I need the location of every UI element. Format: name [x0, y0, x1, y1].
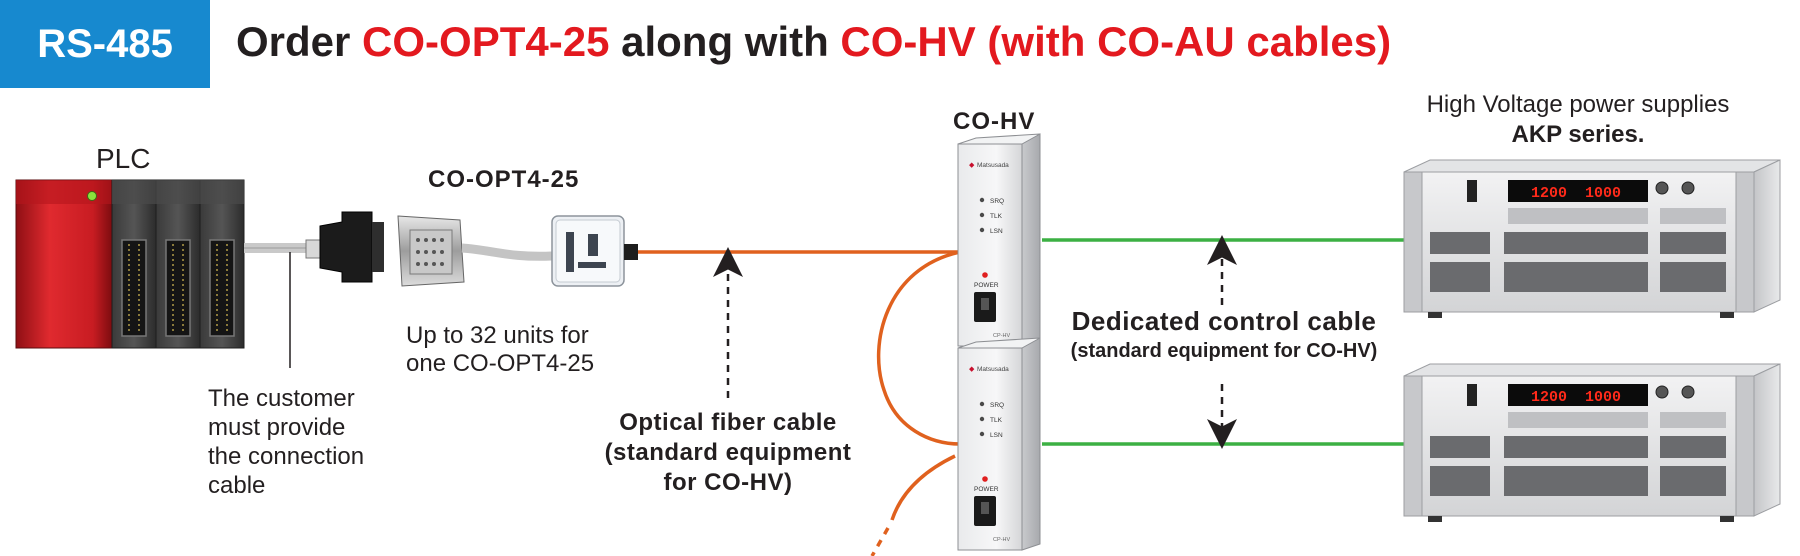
svg-text:1200: 1200: [1531, 389, 1567, 406]
srq-led-icon: [979, 197, 985, 203]
akp-power-supply-top: 1200 1000: [1403, 159, 1781, 318]
tlk-led-icon: [979, 212, 985, 218]
svg-text:TLK: TLK: [990, 417, 1003, 424]
co-hv-module-bottom: ◆ Matsusada SRQ TLK LSN POWER CP-HV: [957, 337, 1041, 551]
lsn-led-icon: [979, 227, 985, 233]
module-brand-label: Matsusada: [977, 162, 1009, 169]
power-led-icon: [982, 476, 988, 482]
svg-text:SRQ: SRQ: [990, 198, 1004, 205]
svg-text:CP-HV: CP-HV: [993, 333, 1010, 339]
psu-knob-icon: [1655, 385, 1669, 399]
svg-text:POWER: POWER: [974, 486, 999, 493]
co-hv-module-top: ◆ Matsusada SRQ TLK LSN POWER CP-HV: [957, 133, 1041, 347]
svg-text:SRQ: SRQ: [990, 402, 1004, 409]
customer-connection-cable: [244, 211, 384, 368]
module-brand-label: Matsusada: [977, 366, 1009, 373]
plc-io-slots: [111, 179, 245, 349]
svg-text:1200: 1200: [1531, 185, 1567, 202]
psu-knob-icon: [1681, 385, 1695, 399]
srq-led-icon: [979, 401, 985, 407]
lsn-led-icon: [979, 431, 985, 437]
optical-fiber-note: Optical fiber cable (standard equipment …: [604, 409, 852, 496]
akp-power-supply-bottom: 1200 1000: [1403, 363, 1781, 522]
svg-text:◆: ◆: [969, 366, 975, 373]
title-highlight-cohv: CO-HV: [840, 18, 976, 65]
akp-series-label: High Voltage power supplies AKP series.: [1426, 91, 1730, 148]
page-title: Order CO-OPT4-25 along with CO-HV (with …: [236, 18, 1392, 65]
customer-cable-note: The customer must provide the connection…: [208, 385, 365, 499]
co-opt4-25-label: CO-OPT4-25: [428, 166, 580, 193]
svg-text:CP-HV: CP-HV: [993, 537, 1010, 543]
svg-text:LSN: LSN: [990, 228, 1003, 235]
svg-text:1000: 1000: [1585, 185, 1621, 202]
title-highlight-cables: (with CO-AU cables): [975, 18, 1392, 65]
co-opt4-25-device: [397, 215, 638, 287]
plc-label: PLC: [96, 143, 151, 174]
rs485-badge-label: RS-485: [37, 22, 173, 66]
plc-status-led-icon: [87, 191, 97, 201]
rs485-badge: RS-485: [0, 0, 210, 88]
title-highlight-opt: CO-OPT4-25: [362, 18, 610, 65]
svg-text:LSN: LSN: [990, 432, 1003, 439]
psu-display: [1508, 384, 1648, 406]
plc-unit: [15, 179, 245, 349]
power-led-icon: [982, 272, 988, 278]
svg-text:1000: 1000: [1585, 389, 1621, 406]
svg-text:POWER: POWER: [974, 282, 999, 289]
svg-text:TLK: TLK: [990, 213, 1003, 220]
svg-text:◆: ◆: [969, 162, 975, 169]
co-hv-label: CO-HV: [953, 108, 1036, 135]
optical-fiber-cable: [638, 250, 961, 556]
tlk-led-icon: [979, 416, 985, 422]
psu-knob-icon: [1655, 181, 1669, 195]
psu-display: [1508, 180, 1648, 202]
psu-handle-icon: [1467, 384, 1477, 406]
units-note: Up to 32 units for one CO-OPT4-25: [406, 322, 595, 377]
psu-handle-icon: [1467, 180, 1477, 202]
dedicated-cable-note: Dedicated control cable (standard equipm…: [1070, 306, 1378, 362]
psu-knob-icon: [1681, 181, 1695, 195]
